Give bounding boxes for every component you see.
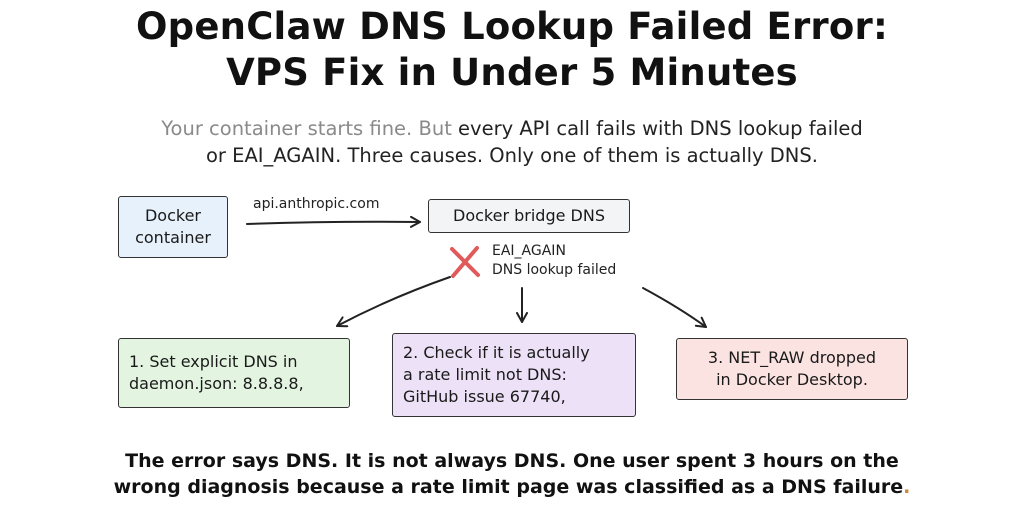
fix-2-line-3: GitHub issue 67740, — [403, 387, 566, 406]
arrow-container-to-bridge — [246, 215, 421, 228]
intro-line-2: or EAI_AGAIN. Three causes. Only one of … — [206, 144, 818, 167]
node-docker-container: Docker container — [118, 196, 228, 258]
intro-muted-text: Your container starts fine. But — [161, 117, 459, 140]
fix-3-line-2: in Docker Desktop. — [716, 370, 868, 389]
fix-3-line-1: 3. NET_RAW dropped — [707, 348, 877, 367]
arrow-to-fix-1 — [336, 276, 451, 328]
node-bridge-dns-label: Docker bridge DNS — [453, 206, 605, 225]
footer-line-1: The error says DNS. It is not always DNS… — [125, 450, 899, 472]
node-fix-rate-limit-check: 2. Check if it is actually a rate limit … — [392, 333, 636, 417]
x-mark-icon — [450, 246, 480, 278]
intro-line-1: Your container starts fine. But every AP… — [0, 115, 1024, 142]
intro-dark-text: every API call fails with DNS lookup fai… — [458, 117, 863, 140]
error-label-dns-lookup-failed: DNS lookup failed — [492, 262, 617, 278]
node-docker-bridge-dns: Docker bridge DNS — [428, 199, 630, 233]
fix-1-line-1: 1. Set explicit DNS in — [129, 352, 298, 371]
page-title-line-2: VPS Fix in Under 5 Minutes — [226, 51, 798, 94]
fix-2-line-1: 2. Check if it is actually — [403, 343, 590, 362]
page-title-line-1: OpenClaw DNS Lookup Failed Error: — [136, 5, 888, 48]
node-fix-net-raw: 3. NET_RAW dropped in Docker Desktop. — [676, 338, 908, 400]
edge-label-api-host: api.anthropic.com — [253, 196, 380, 212]
node-docker-container-line-1: Docker — [144, 206, 202, 225]
footer-line-2: wrong diagnosis because a rate limit pag… — [0, 474, 1024, 500]
error-label-eai-again: EAI_AGAIN — [492, 243, 566, 259]
node-docker-container-line-2: container — [135, 228, 211, 247]
arrow-to-fix-3 — [642, 287, 707, 328]
fix-2-line-2: a rate limit not DNS: — [403, 365, 567, 384]
footer-line-2-text: wrong diagnosis because a rate limit pag… — [113, 476, 904, 498]
footer-period: . — [903, 476, 911, 498]
fix-1-line-2: daemon.json: 8.8.8.8, — [129, 374, 304, 393]
node-fix-explicit-dns: 1. Set explicit DNS in daemon.json: 8.8.… — [118, 338, 350, 408]
